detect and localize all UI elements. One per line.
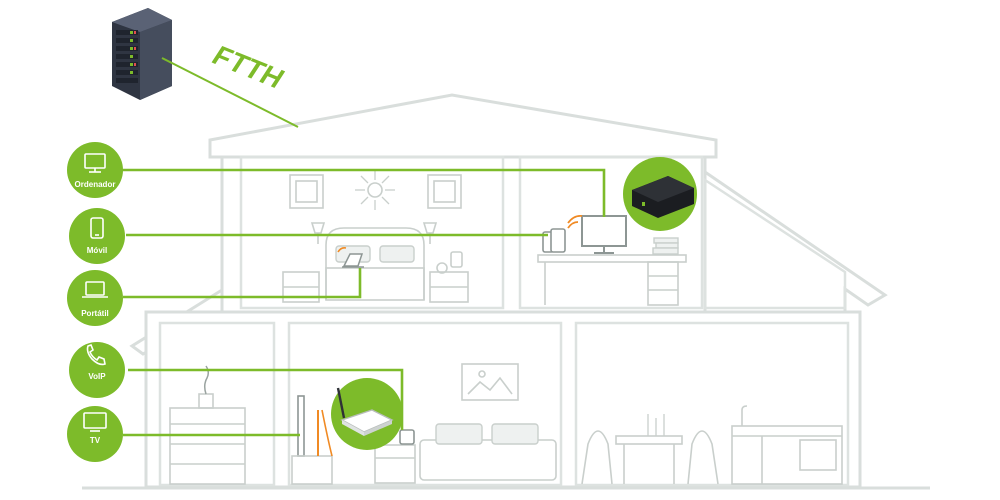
living-room-furniture [291,363,557,485]
study-furniture [537,214,687,306]
device-label-portatil: Portátil [81,309,109,318]
device-label-voip: VoIP [88,372,106,381]
lower-rooms [158,321,850,487]
laptop-icon [82,281,108,298]
upper-rooms [239,155,847,310]
kitchen-furniture [581,405,843,485]
smartphone-icon [90,217,104,239]
server-rack-icon [112,8,172,100]
ont-router-icon [623,157,697,231]
device-label-tv: TV [90,436,101,445]
device-button-ordenador[interactable]: Ordenador [67,142,123,198]
ftth-label: FTTH [209,39,288,95]
device-label-ordenador: Ordenador [75,180,116,189]
wifi-router-icon [331,378,403,450]
device-button-portatil[interactable]: Portátil [67,270,123,326]
device-label-movil: Móvil [87,246,107,255]
monitor-icon [84,153,106,173]
tv-icon [83,412,107,432]
device-button-tv[interactable]: TV [67,406,123,462]
hallway-furniture [169,365,246,485]
device-button-movil[interactable]: Móvil [69,208,125,264]
phone-icon [86,344,106,366]
link-ordenador [122,168,606,217]
laptop-on-bed-icon [337,247,364,268]
device-button-voip[interactable]: VoIP [69,342,125,398]
ftth-line [161,57,299,128]
link-portatil [123,268,362,299]
